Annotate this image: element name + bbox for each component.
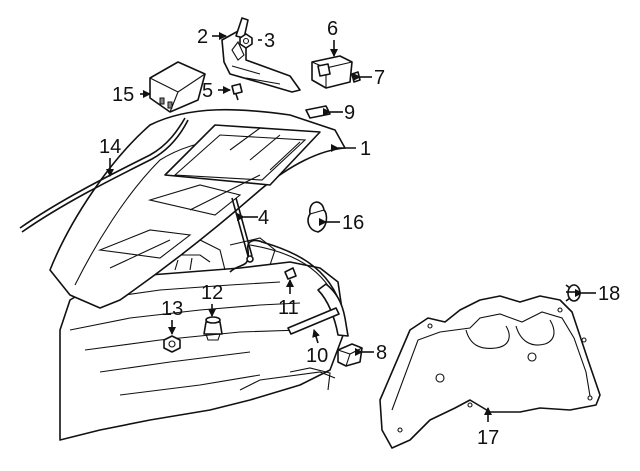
callout-2: 2 xyxy=(197,26,208,48)
leader-arrows xyxy=(106,32,596,422)
callout-4: 4 xyxy=(258,207,269,229)
part-12-bumper xyxy=(203,316,223,341)
callout-11: 11 xyxy=(278,297,299,319)
callout-18: 18 xyxy=(598,283,620,305)
part-13-nut xyxy=(163,335,181,353)
part-18-push-pin xyxy=(565,284,581,302)
part-9-label xyxy=(305,105,331,119)
callout-8: 8 xyxy=(376,342,387,364)
callout-14: 14 xyxy=(99,136,121,158)
part-14-weatherstrip xyxy=(19,117,189,233)
hood-panel xyxy=(49,108,346,309)
part-4-prop-rod xyxy=(231,197,254,263)
part-10-seal-strip xyxy=(287,307,340,335)
callout-6: 6 xyxy=(327,18,338,40)
callout-16: 16 xyxy=(342,212,364,234)
part-8-bracket xyxy=(337,343,363,367)
part-2-hinge xyxy=(221,17,301,93)
callout-5: 5 xyxy=(202,80,213,102)
callout-7: 7 xyxy=(374,67,385,89)
callout-13: 13 xyxy=(161,298,183,320)
callout-labels: 1 2 3 4 5 6 7 8 9 10 11 12 13 14 15 16 1… xyxy=(99,18,620,449)
leader-10 xyxy=(312,329,320,344)
callout-15: 15 xyxy=(112,84,134,106)
part-16-plug xyxy=(307,201,328,233)
callout-1: 1 xyxy=(360,138,371,160)
callout-9: 9 xyxy=(344,102,355,124)
part-3-nut xyxy=(239,33,253,49)
callout-3: 3 xyxy=(264,30,275,52)
callout-10: 10 xyxy=(306,345,328,367)
part-5-bolt xyxy=(231,83,243,101)
part-17-insulator-pad xyxy=(379,295,601,449)
part-7-clip xyxy=(351,71,361,83)
callout-17: 17 xyxy=(477,427,499,449)
part-6-latch xyxy=(311,55,353,89)
callout-12: 12 xyxy=(201,282,223,304)
part-11-rod-clip xyxy=(284,267,297,280)
part-15-module xyxy=(149,61,206,113)
